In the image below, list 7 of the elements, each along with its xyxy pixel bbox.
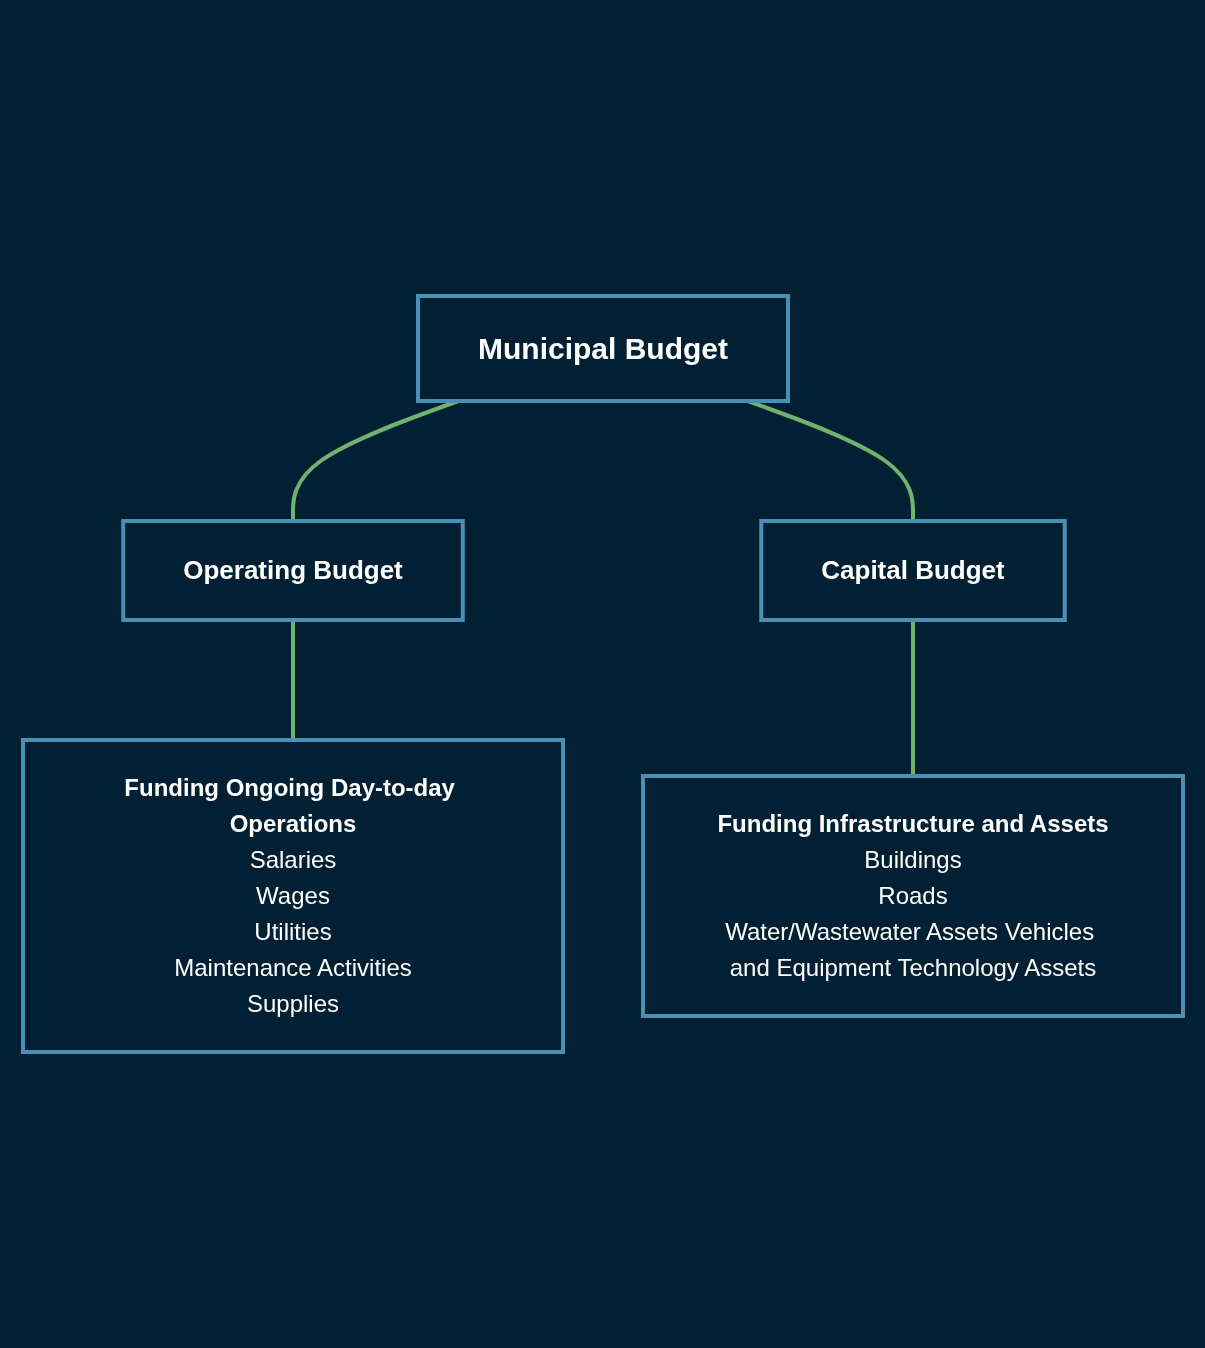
node-box: Operating Budget [120, 519, 465, 622]
node-box: Funding Infrastructure and Assets Buildings Roads Water/Wastewater Assets Vehicles and Equipment Technology Assets [640, 774, 1185, 1018]
node-box: Capital Budget [758, 519, 1067, 622]
connector [290, 620, 295, 740]
node-box: Funding Ongoing Day-to-day Operations Salaries Wages Utilities Maintenance Activities Supplies [20, 738, 565, 1054]
connector [910, 620, 915, 776]
node-box: Municipal Budget [415, 294, 790, 403]
